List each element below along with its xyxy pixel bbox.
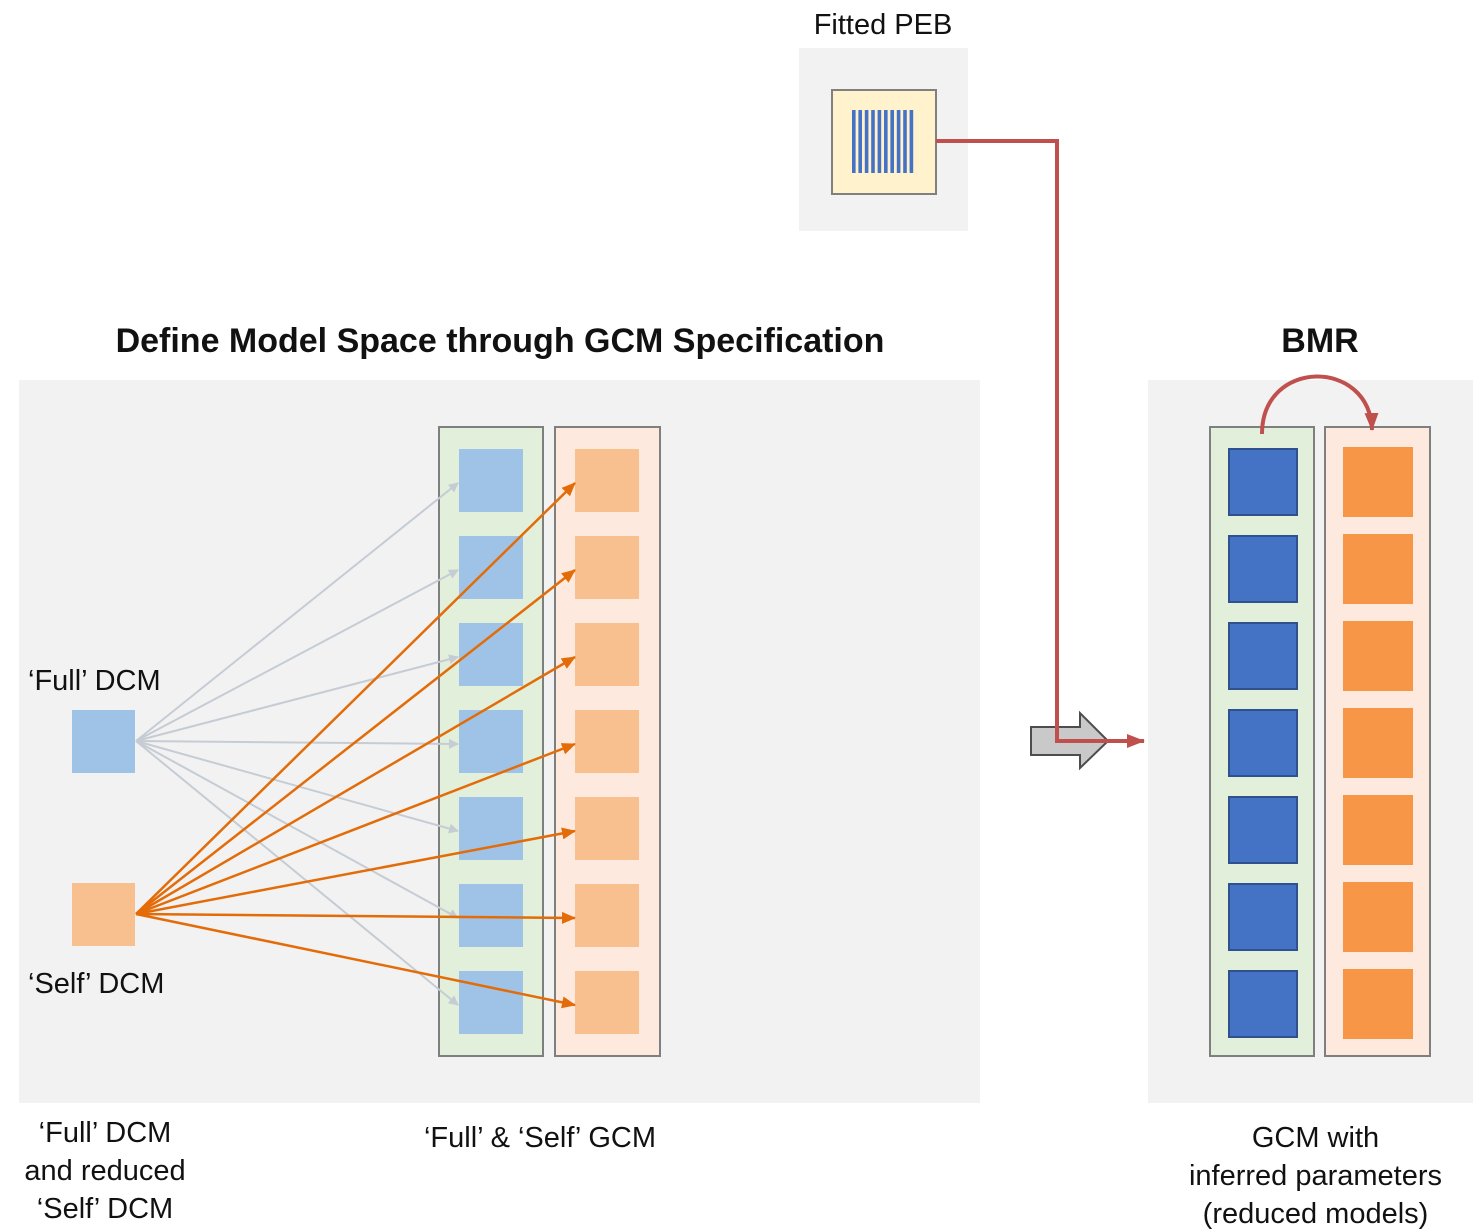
gcm-self-model: [575, 623, 639, 686]
gcm-full-model: [459, 536, 523, 599]
bmr-full-model: [1228, 448, 1298, 516]
self-dcm-arrow: [135, 655, 576, 916]
gcm-full-squares: [459, 449, 523, 1034]
bmr-reduction-arrow: [1260, 374, 1379, 435]
peb-bar: [852, 110, 856, 173]
bmr-full-model: [1228, 883, 1298, 951]
self-dcm-arrow: [135, 569, 576, 915]
peb-bar: [864, 110, 869, 173]
full-dcm-arrows: [135, 482, 459, 1006]
peb-bar: [877, 110, 882, 173]
peb-connector: [936, 139, 1145, 748]
peb-bar: [896, 110, 901, 173]
full-dcm-label: ‘Full’ DCM: [28, 665, 161, 697]
bmr-title: BMR: [1281, 322, 1359, 360]
gcm-caption: ‘Full’ & ‘Self’ GCM: [423, 1122, 656, 1154]
gcm-self-model: [575, 710, 639, 773]
bmr-caption-line-2: inferred parameters: [1188, 1160, 1443, 1192]
peb-bar: [909, 110, 914, 173]
self-dcm-arrow: [135, 742, 576, 916]
self-dcm-arrows: [135, 482, 576, 1009]
bmr-full-model: [1228, 622, 1298, 690]
full-dcm-arrow: [135, 738, 459, 749]
peb-bar: [858, 110, 862, 173]
bmr-caption-line-3: (reduced models): [1202, 1198, 1429, 1230]
full-dcm-arrow: [135, 740, 459, 1006]
bmr-self-squares: [1343, 447, 1413, 1039]
self-dcm-arrow: [135, 482, 576, 915]
gcm-self-squares: [575, 449, 639, 1034]
gcm-full-model: [459, 710, 523, 773]
gcm-self-model: [575, 536, 639, 599]
dcm-caption-line-2: and reduced: [24, 1155, 186, 1187]
full-dcm-arrow: [135, 654, 459, 742]
full-dcm-arrow: [135, 482, 459, 742]
peb-bar: [890, 110, 894, 173]
gcm-full-model: [459, 971, 523, 1034]
full-dcm-square: [72, 710, 135, 773]
bmr-self-model: [1343, 969, 1413, 1039]
bmr-full-squares: [1228, 448, 1298, 1038]
bmr-full-model: [1228, 796, 1298, 864]
self-dcm-arrow: [135, 911, 576, 924]
gcm-full-model: [459, 449, 523, 512]
self-dcm-label: ‘Self’ DCM: [28, 968, 165, 1000]
full-dcm-arrow: [135, 740, 459, 919]
full-dcm-arrow: [135, 569, 459, 742]
peb-bar: [903, 110, 907, 173]
dcm-caption-line-3: ‘Self’ DCM: [36, 1193, 174, 1225]
peb-bars: [852, 110, 914, 173]
peb-bar: [884, 110, 888, 173]
bmr-self-model: [1343, 795, 1413, 865]
peb-label: Fitted PEB: [813, 9, 953, 41]
bmr-self-model: [1343, 708, 1413, 778]
gcm-full-model: [459, 797, 523, 860]
dcm-caption-line-1: ‘Full’ DCM: [38, 1117, 172, 1149]
self-dcm-arrow: [135, 827, 576, 916]
bmr-full-model: [1228, 970, 1298, 1038]
full-dcm-arrow: [135, 740, 459, 834]
gcm-self-model: [575, 449, 639, 512]
bmr-self-model: [1343, 882, 1413, 952]
gcm-full-model: [459, 884, 523, 947]
gcm-self-model: [575, 971, 639, 1034]
gcm-self-model: [575, 884, 639, 947]
bmr-full-model: [1228, 709, 1298, 777]
bmr-self-model: [1343, 621, 1413, 691]
bmr-self-model: [1343, 534, 1413, 604]
bmr-self-model: [1343, 447, 1413, 517]
gcm-self-model: [575, 797, 639, 860]
gcm-full-model: [459, 623, 523, 686]
self-dcm-arrow: [135, 912, 576, 1009]
self-dcm-square: [72, 883, 135, 946]
peb-bar: [871, 110, 875, 173]
model-space-title: Define Model Space through GCM Specifica…: [115, 322, 885, 360]
bmr-full-model: [1228, 535, 1298, 603]
bmr-caption-line-1: GCM with: [1251, 1122, 1380, 1154]
